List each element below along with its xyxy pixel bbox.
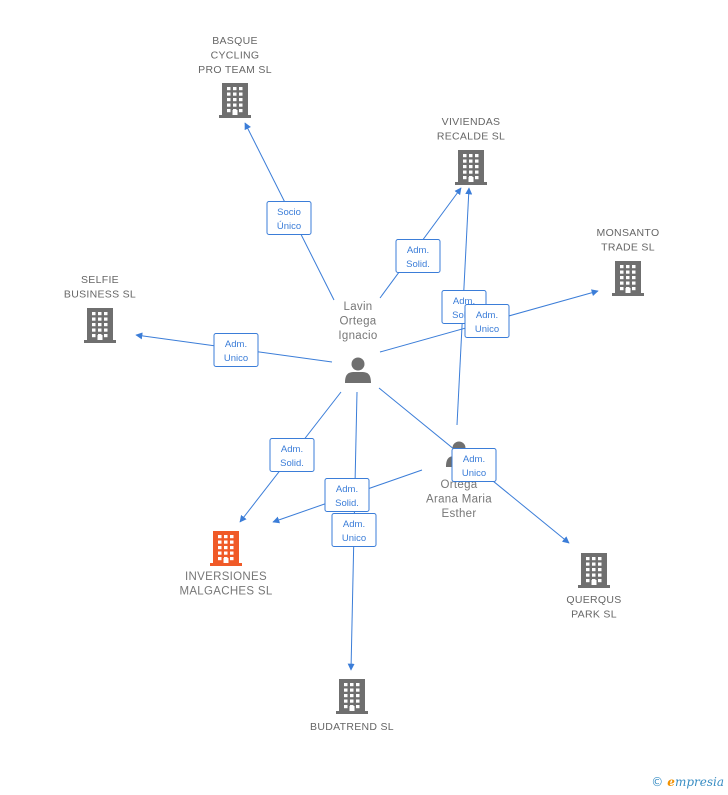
badge-text: Unico: [475, 324, 499, 335]
badge-text: Solid.: [406, 259, 430, 270]
node-viviendas[interactable]: VIVIENDAS RECALDE SL: [437, 116, 505, 185]
building-icon: [336, 679, 368, 714]
badges-layer: SocioÚnicoAdm.Solid.Adm.Solid.Adm.UnicoA…: [213, 201, 510, 547]
node-selfie[interactable]: SELFIE BUSINESS SL: [64, 274, 136, 343]
brand-initial: e: [667, 775, 675, 789]
node-basque[interactable]: BASQUE CYCLING PRO TEAM SL: [198, 35, 272, 118]
badge-text: Único: [277, 221, 301, 232]
badge-box: [266, 201, 312, 235]
node-lavin-label-line: Ignacio: [338, 330, 377, 342]
node-selfie-label-line: SELFIE: [81, 274, 119, 286]
node-querqus-label-line: PARK SL: [571, 609, 617, 621]
node-querqus[interactable]: QUERQUS PARK SL: [566, 553, 621, 621]
badge-box: [395, 239, 441, 273]
badge-text: Adm.: [343, 519, 365, 530]
node-ortega-label-line: Arana Maria: [426, 494, 492, 506]
person-icon: [345, 357, 371, 383]
badge-text: Unico: [462, 468, 486, 479]
node-basque-label-line: BASQUE: [212, 35, 258, 47]
nodes-layer: BASQUE CYCLING PRO TEAM SL VIVIENDAS RECALDE…: [64, 35, 660, 733]
badge-box: [324, 478, 370, 512]
node-budatrend[interactable]: BUDATREND SL: [310, 679, 394, 733]
node-ortega-label-line: Esther: [441, 508, 476, 520]
node-inversiones[interactable]: INVERSIONES MALGACHES SL: [179, 531, 273, 598]
building-icon: [612, 261, 644, 296]
building-icon: [84, 308, 116, 343]
node-viviendas-label-line: VIVIENDAS: [442, 116, 501, 128]
node-inversiones-label-line: INVERSIONES: [185, 571, 267, 583]
badge-text: Adm.: [463, 454, 485, 465]
badge-text: Solid.: [452, 310, 476, 321]
node-inversiones-label-line: MALGACHES SL: [179, 586, 272, 598]
node-lavin-label-line: Ortega: [340, 316, 377, 328]
badge-text: Adm.: [453, 296, 475, 307]
building-icon: [578, 553, 610, 588]
node-basque-label-line: PRO TEAM SL: [198, 64, 272, 76]
edge-badge-lavin-to-inversiones[interactable]: Adm. Solid.: [269, 438, 315, 472]
badge-text: Adm.: [225, 339, 247, 350]
badge-text: Adm.: [476, 310, 498, 321]
node-monsanto[interactable]: MONSANTO TRADE SL: [597, 227, 660, 296]
badge-box: [269, 438, 315, 472]
badge-text: Adm.: [407, 245, 429, 256]
building-icon: [455, 150, 487, 185]
badge-text: Socio: [277, 207, 301, 218]
node-monsanto-label-line: MONSANTO: [597, 227, 660, 239]
badge-text: Solid.: [335, 498, 359, 509]
edge-badge-lavin-to-selfie[interactable]: Adm. Unico: [213, 333, 259, 367]
edge-badge-lavin-to-viviendas[interactable]: Adm. Solid.: [395, 239, 441, 273]
badge-box: [451, 448, 497, 482]
badge-box: [331, 513, 377, 547]
badge-box: [464, 304, 510, 338]
node-lavin-label-line: Lavin: [344, 301, 373, 313]
edge-badge-lavin-to-monsanto[interactable]: Adm. Unico: [464, 304, 510, 338]
edge-badge-lavin-to-querqus[interactable]: Adm. Unico: [451, 448, 497, 482]
node-selfie-label-line: BUSINESS SL: [64, 289, 136, 301]
building-icon: [210, 531, 242, 566]
building-icon: [219, 83, 251, 118]
empresia-watermark[interactable]: ©empresia: [651, 775, 724, 789]
badge-text: Adm.: [336, 484, 358, 495]
badge-text: Adm.: [281, 444, 303, 455]
badge-text: Unico: [224, 353, 248, 364]
node-basque-label-line: CYCLING: [211, 50, 260, 62]
badge-text: Unico: [342, 533, 366, 544]
node-viviendas-label-line: RECALDE SL: [437, 131, 505, 143]
node-querqus-label-line: QUERQUS: [566, 594, 621, 606]
edge-badge-ortega-to-inversiones[interactable]: Adm. Solid.: [324, 478, 370, 512]
brand-name: mpresia: [674, 775, 724, 789]
node-monsanto-label-line: TRADE SL: [601, 242, 655, 254]
node-budatrend-label-line: BUDATREND SL: [310, 721, 394, 733]
copyright-symbol: ©: [651, 775, 664, 789]
edge-badge-lavin-to-budatrend[interactable]: Adm. Unico: [331, 513, 377, 547]
badge-text: Solid.: [280, 458, 304, 469]
badge-box: [213, 333, 259, 367]
